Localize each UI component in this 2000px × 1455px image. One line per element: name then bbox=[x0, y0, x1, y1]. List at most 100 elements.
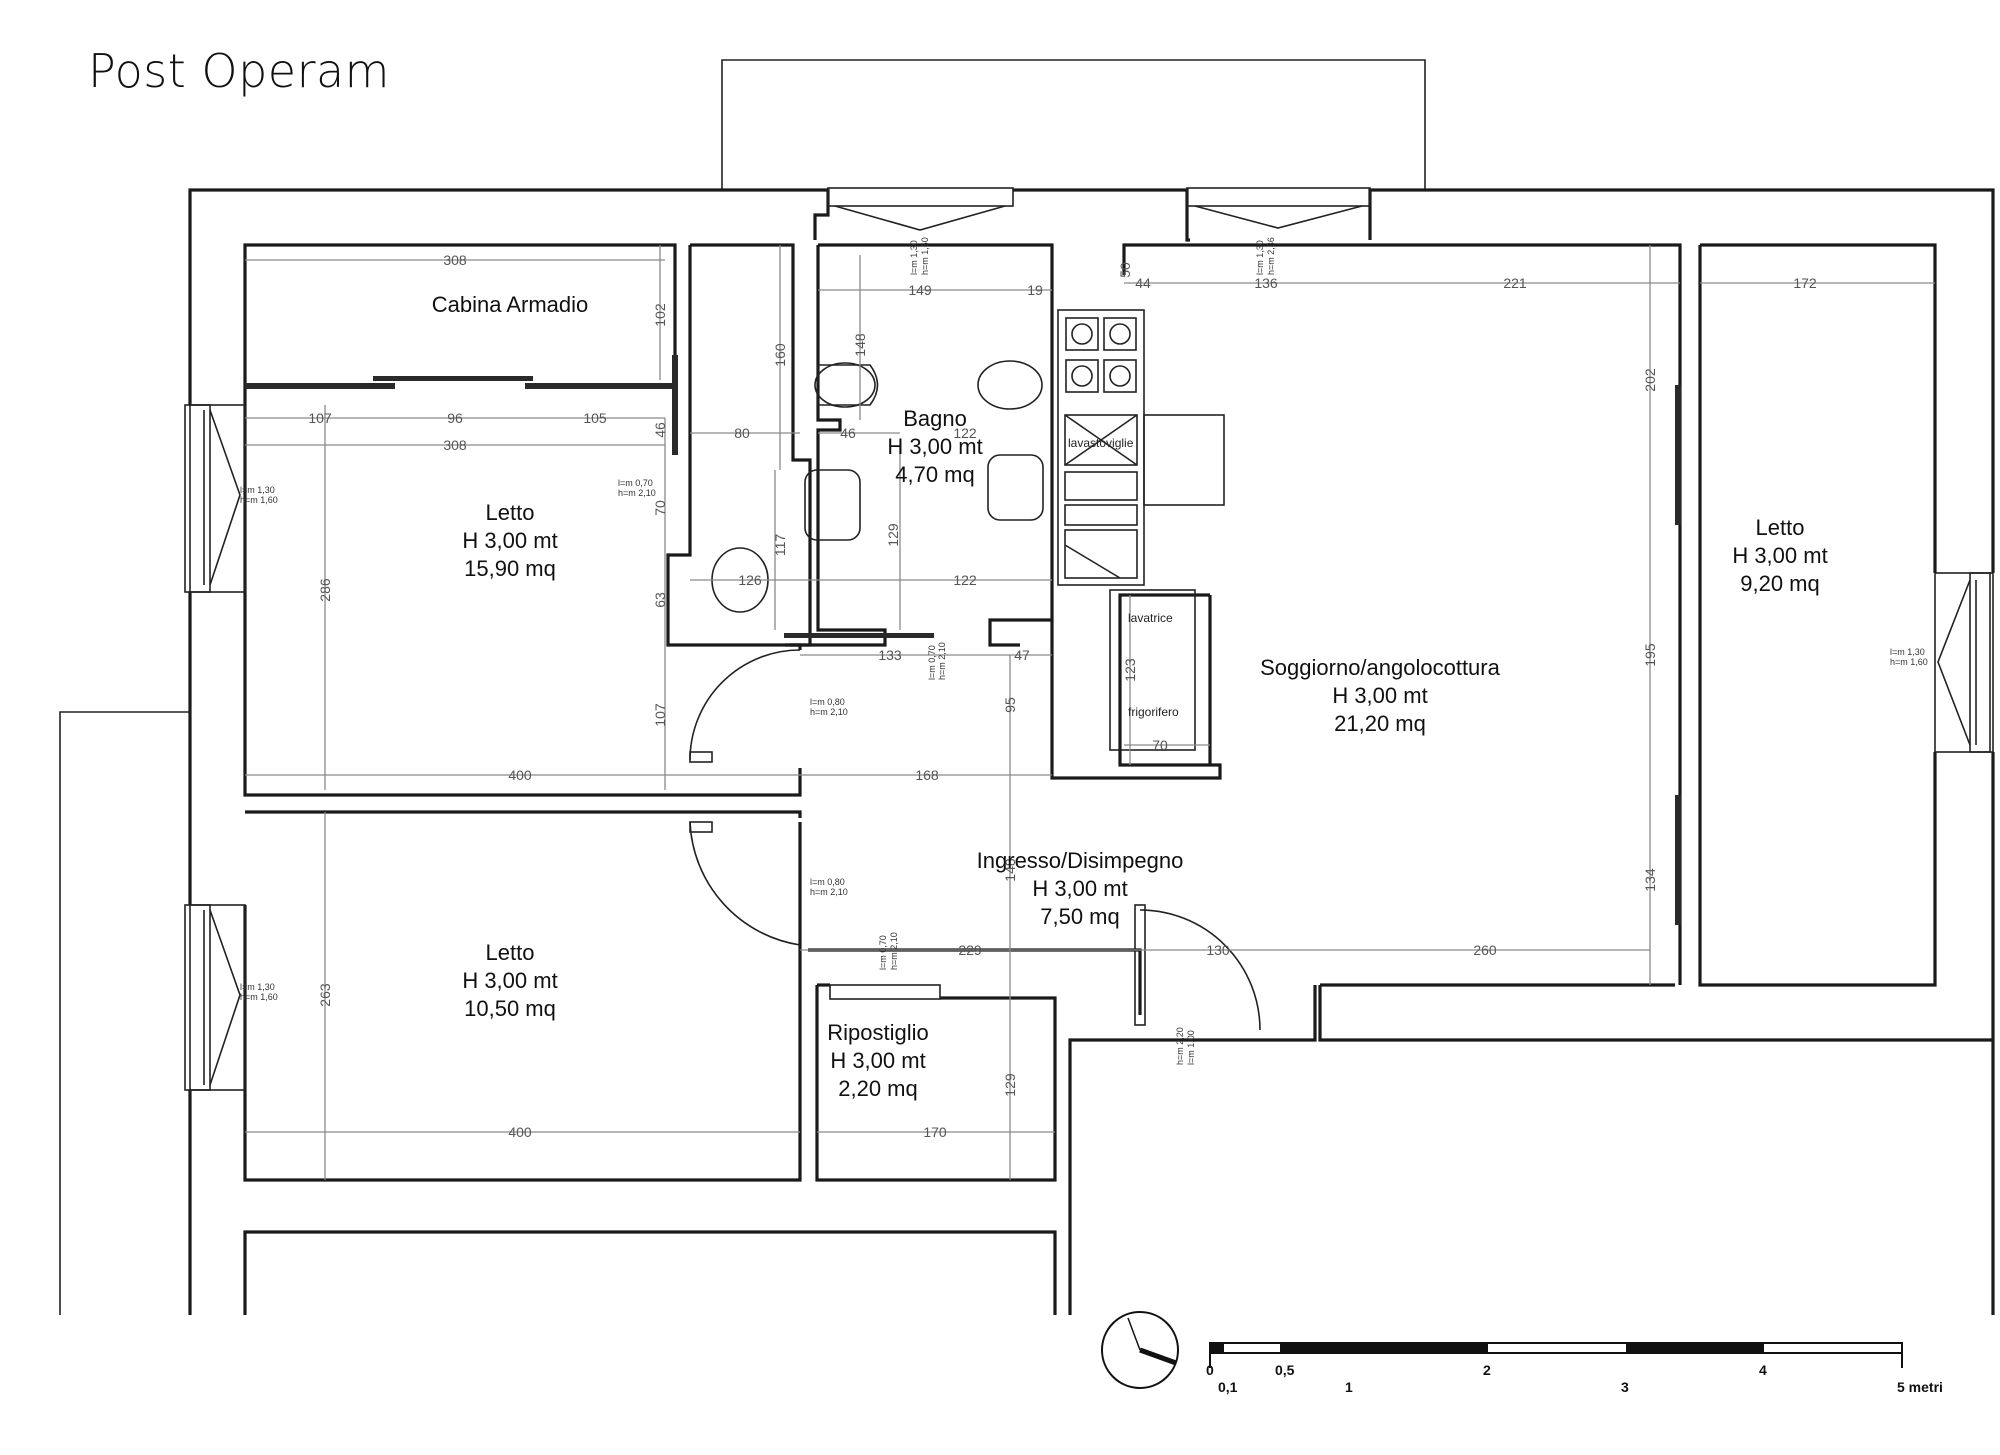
dim-label: 400 bbox=[508, 1124, 532, 1140]
dim-label: 123 bbox=[1122, 658, 1138, 682]
wardrobe-rails bbox=[245, 355, 1681, 925]
dim-label: 102 bbox=[652, 303, 668, 327]
dim-label: 47 bbox=[1014, 647, 1030, 663]
dimension-lines bbox=[245, 245, 1935, 1180]
room-height: H 3,00 mt bbox=[1732, 543, 1827, 568]
room-height: H 3,00 mt bbox=[1032, 876, 1127, 901]
dim-label: 70 bbox=[652, 500, 668, 516]
dim-label: 129 bbox=[885, 523, 901, 547]
svg-text:l=m 0,80: l=m 0,80 bbox=[810, 697, 845, 707]
svg-text:l=m 1,30: l=m 1,30 bbox=[240, 982, 275, 992]
svg-text:3: 3 bbox=[1621, 1379, 1629, 1395]
dim-label: 126 bbox=[738, 572, 762, 588]
annex-left bbox=[59, 711, 190, 1315]
room-letto-3: Letto H 3,00 mt 10,50 mq bbox=[462, 940, 557, 1021]
balcony-top bbox=[721, 59, 1426, 190]
svg-text:h=m 1,50: h=m 1,50 bbox=[920, 237, 930, 275]
dim-label: 134 bbox=[1642, 868, 1658, 892]
room-letto-2: Letto H 3,00 mt 9,20 mq bbox=[1732, 515, 1827, 596]
room-area: 7,50 mq bbox=[1040, 904, 1120, 929]
svg-text:4: 4 bbox=[1759, 1362, 1767, 1378]
room-area: 21,20 mq bbox=[1334, 711, 1426, 736]
outer-walls bbox=[188, 188, 1995, 1315]
dim-label: 263 bbox=[317, 983, 333, 1007]
dim-label: 70 bbox=[1152, 737, 1168, 753]
svg-text:h=m 1,60: h=m 1,60 bbox=[1890, 657, 1928, 667]
dim-label: 107 bbox=[652, 703, 668, 727]
dim-label: 260 bbox=[1473, 942, 1497, 958]
dim-label: 107 bbox=[308, 410, 332, 426]
dim-label: 80 bbox=[734, 425, 750, 441]
dim-label: 148 bbox=[1002, 858, 1018, 882]
room-name: Ripostiglio bbox=[827, 1020, 929, 1045]
dim-label: 229 bbox=[958, 942, 982, 958]
room-name: Ingresso/Disimpegno bbox=[977, 848, 1184, 873]
room-height: H 3,00 mt bbox=[462, 528, 557, 553]
svg-text:h=m 2,10: h=m 2,10 bbox=[810, 707, 848, 717]
dim-label: 160 bbox=[772, 343, 788, 367]
dim-label: 44 bbox=[1135, 275, 1151, 291]
dim-label: 96 bbox=[447, 410, 463, 426]
svg-text:h=m 2,10: h=m 2,10 bbox=[937, 642, 947, 680]
svg-text:h=m 2,10: h=m 2,10 bbox=[618, 488, 656, 498]
dim-label: 308 bbox=[443, 252, 467, 268]
windows bbox=[184, 187, 1991, 1091]
room-letto-1: Letto H 3,00 mt 15,90 mq bbox=[462, 500, 557, 581]
room-ingresso: Ingresso/Disimpegno H 3,00 mt 7,50 mq bbox=[977, 848, 1184, 929]
plan-title: Post Operam bbox=[88, 44, 390, 98]
svg-text:h=m 2,36: h=m 2,36 bbox=[1266, 237, 1276, 275]
svg-text:l=m 1,30: l=m 1,30 bbox=[909, 240, 919, 275]
svg-text:l=m 0,80: l=m 0,80 bbox=[810, 877, 845, 887]
dim-label: 172 bbox=[1793, 275, 1817, 291]
jambs bbox=[189, 404, 1994, 1091]
room-name: Letto bbox=[1756, 515, 1805, 540]
room-name: Letto bbox=[486, 500, 535, 525]
room-name: Bagno bbox=[903, 406, 967, 431]
svg-text:l=m 0,70: l=m 0,70 bbox=[618, 478, 653, 488]
dim-label: 19 bbox=[1027, 282, 1043, 298]
svg-text:h=m 2,10: h=m 2,10 bbox=[889, 932, 899, 970]
dim-label: 105 bbox=[583, 410, 607, 426]
svg-text:l=m 1,30: l=m 1,30 bbox=[1890, 647, 1925, 657]
dim-label: 286 bbox=[317, 578, 333, 602]
room-height: H 3,00 mt bbox=[830, 1048, 925, 1073]
dim-label: 46 bbox=[840, 425, 856, 441]
svg-text:h=m 1,60: h=m 1,60 bbox=[240, 495, 278, 505]
dim-label: 202 bbox=[1642, 368, 1658, 392]
dim-label: 63 bbox=[652, 592, 668, 608]
svg-text:l=m 0,70: l=m 0,70 bbox=[878, 935, 888, 970]
svg-text:l=m 1,30: l=m 1,30 bbox=[240, 485, 275, 495]
room-soggiorno: Soggiorno/angolocottura H 3,00 mt 21,20 … bbox=[1260, 655, 1500, 736]
dim-label: 122 bbox=[953, 572, 977, 588]
room-height: H 3,00 mt bbox=[1332, 683, 1427, 708]
room-area: 9,20 mq bbox=[1740, 571, 1820, 596]
dim-label: 117 bbox=[772, 534, 788, 557]
room-name: Soggiorno/angolocottura bbox=[1260, 655, 1500, 680]
scale-bar bbox=[1209, 1342, 1903, 1368]
svg-text:0: 0 bbox=[1206, 1362, 1214, 1378]
room-bagno: Bagno H 3,00 mt 4,70 mq bbox=[887, 406, 982, 487]
dim-label: 308 bbox=[443, 437, 467, 453]
room-ripostiglio: Ripostiglio H 3,00 mt 2,20 mq bbox=[827, 1020, 929, 1101]
doors bbox=[689, 649, 1261, 1031]
dim-label: 95 bbox=[1002, 697, 1018, 713]
dim-label: 133 bbox=[878, 647, 902, 663]
svg-text:l=m 0,70: l=m 0,70 bbox=[927, 645, 937, 680]
dim-label: 195 bbox=[1642, 643, 1658, 667]
room-height: H 3,00 mt bbox=[462, 968, 557, 993]
dishwasher-label: lavastoviglie bbox=[1068, 436, 1134, 450]
dim-label: 136 bbox=[1254, 275, 1278, 291]
north-arrow-icon bbox=[1101, 1311, 1179, 1389]
dim-label: 46 bbox=[652, 422, 668, 438]
dim-label: 148 bbox=[852, 333, 868, 357]
washer-label: lavatrice bbox=[1128, 611, 1173, 625]
svg-text:2: 2 bbox=[1483, 1362, 1491, 1378]
svg-text:l=m 1,30: l=m 1,30 bbox=[1255, 240, 1265, 275]
svg-text:1: 1 bbox=[1345, 1379, 1353, 1395]
room-name: Letto bbox=[486, 940, 535, 965]
svg-text:h=m 2,10: h=m 2,10 bbox=[810, 887, 848, 897]
opening-labels: l=m 1,30 h=m 1,60 l=m 1,30 h=m 1,60 l=m … bbox=[240, 237, 1928, 1065]
dim-label: 50 bbox=[1117, 262, 1133, 278]
room-area: 2,20 mq bbox=[838, 1076, 918, 1101]
